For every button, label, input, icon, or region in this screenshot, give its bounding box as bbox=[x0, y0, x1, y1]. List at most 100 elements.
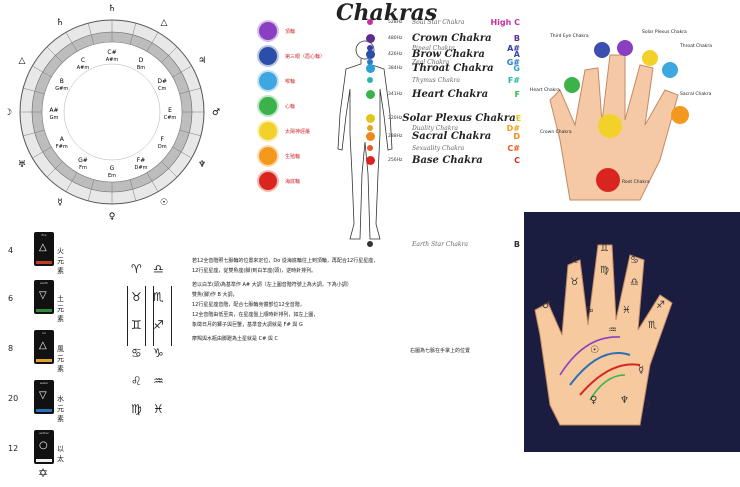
hand-chakra-illustration bbox=[549, 40, 689, 201]
wheel-spoke bbox=[23, 87, 45, 95]
wheel-note-label: B bbox=[60, 78, 64, 85]
explanation-line: 摩羯與水瓶由脚蹬為土星就是 C# 與 C bbox=[192, 336, 278, 342]
hand-chakra-label: Third Eye Chakra bbox=[550, 34, 589, 39]
wheel-planet-glyph: ♆ bbox=[198, 160, 206, 170]
chakra-name: Brow Chakra bbox=[412, 48, 485, 60]
wheel-minor-label: F#m bbox=[56, 144, 68, 150]
chakra-symbol-label: 生殖輪 bbox=[285, 154, 301, 160]
explanation-line: 12行星星座音階，配合七脈輪身體部位12全音階， bbox=[192, 302, 305, 308]
chakra-note: B bbox=[513, 33, 520, 43]
chakra-name: Sacral Chakra bbox=[412, 130, 492, 142]
zodiac-column-glyph: ♌ bbox=[131, 374, 142, 388]
wheel-spoke bbox=[87, 179, 95, 201]
chakra-dots bbox=[360, 19, 380, 254]
element-color-bar bbox=[36, 359, 52, 362]
element-triangle-icon: △ bbox=[39, 340, 47, 351]
chakra-symbol-label: 海底輪 bbox=[285, 179, 301, 185]
wheel-spoke bbox=[65, 172, 78, 192]
explanation-line: 若以白羊(頭)為基準作 A# 大調（左上圖音階符號上為大調，下為小調） bbox=[192, 282, 352, 288]
chakra-row: 480Hz Crown Chakra B bbox=[388, 31, 520, 45]
chakra-frequency: 341Hz bbox=[388, 91, 403, 97]
wheel-spoke bbox=[129, 179, 137, 201]
wheel-minor-label: Bm bbox=[137, 65, 145, 71]
element-card: air △ bbox=[34, 330, 54, 364]
wheel-planet-glyph: ♀ bbox=[109, 212, 116, 222]
hand-chakra-label: Heart Chakra bbox=[530, 88, 560, 93]
palm-zodiac-glyph: ☽ bbox=[642, 400, 651, 411]
wheel-spoke bbox=[172, 146, 192, 159]
chakra-frequency: 256Hz bbox=[388, 157, 403, 163]
chakra-name: Throat Chakra bbox=[412, 62, 494, 74]
element-label: 以太 bbox=[57, 445, 64, 463]
column-divider bbox=[153, 286, 154, 346]
wheel-minor-label: Gm bbox=[50, 115, 59, 121]
chakra-dot bbox=[365, 155, 375, 165]
palm-zodiac-glyph: ♉ bbox=[570, 277, 579, 288]
zodiac-column-glyph: ♐ bbox=[153, 318, 164, 332]
wheel-minor-label: A#m bbox=[106, 57, 119, 63]
chakra-note: High C bbox=[490, 17, 520, 27]
element-card: aether○ bbox=[34, 430, 54, 464]
element-face-count: 6 bbox=[8, 294, 14, 303]
chakra-name: Crown Chakra bbox=[412, 32, 492, 44]
wheel-minor-label: Fm bbox=[79, 165, 87, 171]
element-triangle-icon: ▽ bbox=[39, 390, 47, 401]
element-card-name: aether bbox=[39, 431, 49, 435]
explanation-line: 雙魚(腳)作 B 大調， bbox=[192, 292, 238, 298]
element-card-name: air bbox=[42, 331, 46, 335]
chakra-note: C bbox=[514, 155, 520, 165]
element-label: 土元素 bbox=[57, 295, 64, 323]
chakra-name: Soul Star Chakra bbox=[412, 18, 465, 26]
palm-zodiac-glyph: ♋ bbox=[630, 255, 639, 266]
chakra-frequency: 426Hz bbox=[388, 51, 403, 57]
hand-caption: 右圖為七脈在手掌上的位置 bbox=[410, 348, 471, 354]
wheel-spoke bbox=[179, 87, 201, 95]
wheel-spoke bbox=[179, 129, 201, 137]
chakra-dot bbox=[367, 77, 373, 83]
element-face-count: 8 bbox=[8, 344, 14, 353]
wheel-spoke bbox=[172, 65, 192, 78]
wheel-spoke bbox=[146, 32, 159, 52]
chakra-name: Solar Plexus Chakra bbox=[402, 112, 516, 124]
chakra-name: Sexuality Chakra bbox=[412, 144, 465, 152]
wheel-spoke bbox=[87, 23, 95, 45]
palm-zodiac-glyph: ♐ bbox=[656, 300, 665, 311]
chakra-name: Zeal Chakra bbox=[412, 58, 450, 66]
palm-zodiac-hand bbox=[534, 244, 673, 426]
element-label: 火元素 bbox=[57, 247, 64, 275]
chakra-name: Pineal Chakra bbox=[412, 44, 455, 52]
chakra-frequency: 480Hz bbox=[388, 35, 403, 41]
column-divider bbox=[145, 286, 146, 346]
palm-zodiac-glyph: ♆ bbox=[620, 395, 629, 406]
hand-chakra-label: Sacral Chakra bbox=[680, 92, 712, 97]
wheel-planet-glyph: ♃ bbox=[198, 56, 206, 66]
chakra-symbol bbox=[259, 22, 277, 40]
element-label: 風元素 bbox=[57, 345, 64, 373]
chakra-symbol-label: 太陽神經叢 bbox=[285, 129, 311, 135]
chakra-row: Pineal Chakra A# bbox=[388, 41, 520, 55]
chakra-name: Thymus Chakra bbox=[412, 76, 460, 84]
hand-chakra-label: Solar Plexus Chakra bbox=[642, 30, 687, 35]
zodiac-column-glyph: ♎ bbox=[153, 262, 164, 276]
wheel-note-label: C# bbox=[107, 49, 116, 56]
chakra-dot bbox=[365, 89, 375, 99]
wheel-note-label: E bbox=[168, 107, 172, 114]
wheel-minor-label: A#m bbox=[77, 65, 90, 71]
wheel-note-label: A# bbox=[49, 107, 58, 114]
chakra-symbol-label: 心輪 bbox=[285, 104, 296, 110]
explanation-line: 若12全音階照七脈輪的位置來定位，Do 從海底輪往上到頂輪，再配合12行星星座， bbox=[192, 258, 379, 264]
chakra-name: Earth Star Chakra bbox=[412, 240, 468, 248]
chakra-note: A# bbox=[507, 43, 520, 53]
zodiac-column-glyph: ♈ bbox=[131, 262, 142, 276]
chakra-note: F bbox=[514, 89, 520, 99]
zodiac-column-glyph: ♑ bbox=[153, 346, 164, 360]
wheel-note-label: D# bbox=[157, 78, 167, 85]
chakra-note: G# bbox=[506, 57, 520, 67]
chakra-dot bbox=[365, 113, 375, 123]
palm-zodiac-glyph: ☉ bbox=[590, 345, 599, 356]
hand-chakra-label: Root Chakra bbox=[622, 180, 650, 185]
